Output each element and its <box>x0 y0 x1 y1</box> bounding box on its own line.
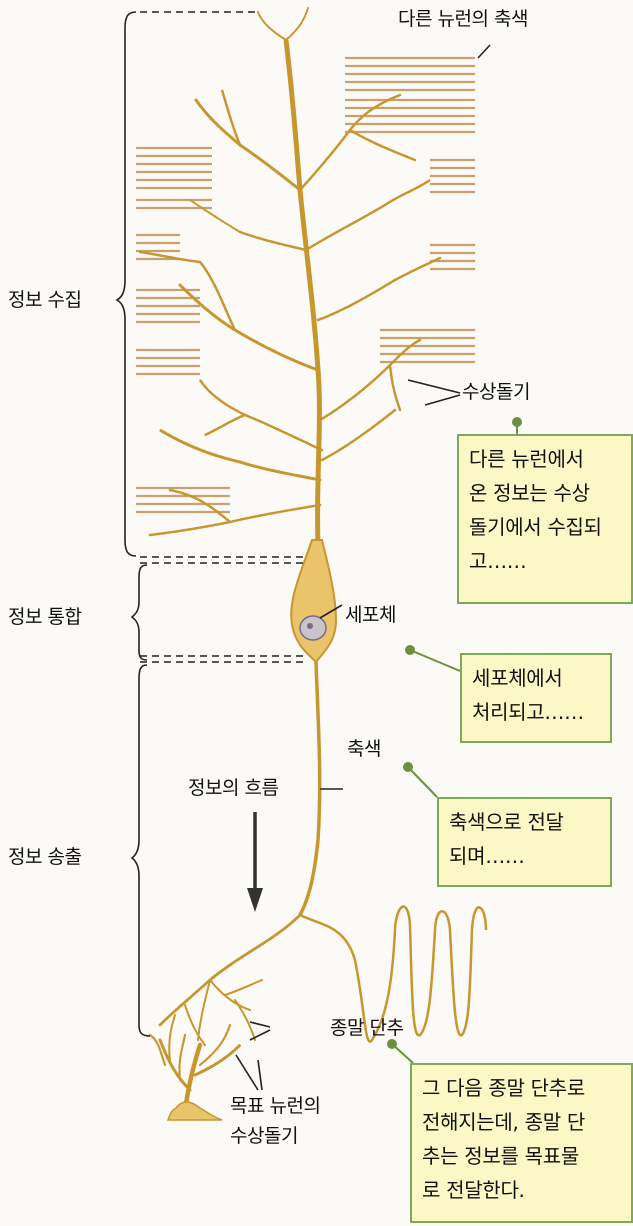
target-neuron-trunk <box>168 1102 222 1120</box>
note-line: 세포체에서 <box>472 661 600 695</box>
note-line: 축색으로 전달 <box>449 805 600 839</box>
label-terminal-button: 종말 단추 <box>330 1019 403 1038</box>
note-line: 돌기에서 수집되 <box>469 510 621 544</box>
stage-boundaries <box>140 12 305 662</box>
brace-transmit <box>132 665 150 1036</box>
note-line: 전해지는데, 종말 단 <box>422 1105 621 1139</box>
note-dendrites: 다른 뉴런에서 온 정보는 수상 돌기에서 수집되 고…… <box>457 434 633 604</box>
label-cell-body: 세포체 <box>345 606 396 625</box>
stage-braces <box>117 12 150 1036</box>
label-axon: 축색 <box>347 740 381 759</box>
note-terminal-button: 그 다음 종말 단추로 전해지는데, 종말 단 추는 정보를 목표물 로 전달한… <box>410 1063 633 1223</box>
cell-body-soma <box>291 540 336 662</box>
label-other-axons: 다른 뉴런의 축색 <box>398 10 528 29</box>
label-dendrites: 수상돌기 <box>462 383 530 402</box>
brace-collect <box>117 12 136 556</box>
note-line: 온 정보는 수상 <box>469 476 621 510</box>
note-line: 다른 뉴런에서 <box>469 442 621 476</box>
flow-arrow <box>247 812 263 912</box>
note-line: 처리되고…… <box>472 695 600 729</box>
stage-label-collect: 정보 수집 <box>8 291 81 310</box>
axon-terminal-branches <box>160 915 300 1060</box>
note-cell-body: 세포체에서 처리되고…… <box>460 653 612 743</box>
note-axon: 축색으로 전달 되며…… <box>437 797 612 887</box>
leader-lines <box>236 45 490 1090</box>
stage-label-integrate: 정보 통합 <box>8 608 81 627</box>
note-line: 되며…… <box>449 839 600 873</box>
note-line: 추는 정보를 목표물 <box>422 1139 621 1173</box>
label-flow: 정보의 흐름 <box>188 779 278 798</box>
note-line: 고…… <box>469 544 621 578</box>
note-line: 그 다음 종말 단추로 <box>422 1071 621 1105</box>
dendrite-tree <box>140 8 440 545</box>
label-target-dendrites-line2: 수상돌기 <box>230 1127 298 1146</box>
note-line: 로 전달한다. <box>422 1173 621 1207</box>
target-neuron-dendrites <box>150 1025 240 1110</box>
brace-integrate <box>132 565 147 660</box>
label-target-dendrites-line1: 목표 뉴런의 <box>230 1097 320 1116</box>
axon <box>300 662 320 915</box>
stage-label-transmit: 정보 송출 <box>8 848 81 867</box>
